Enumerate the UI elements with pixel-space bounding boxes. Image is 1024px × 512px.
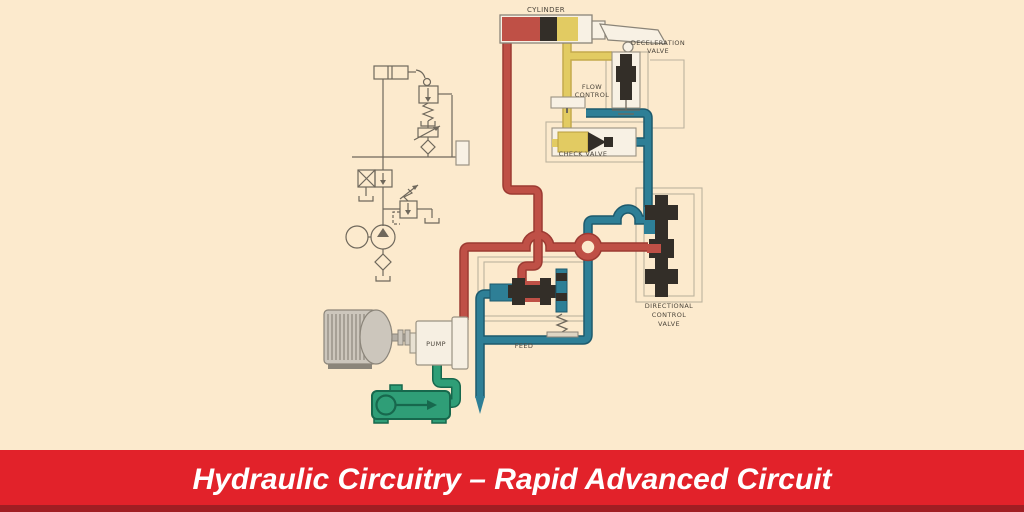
directional-control-valve-label: DIRECTIONAL (645, 302, 693, 310)
slide-title: Hydraulic Circuitry – Rapid Advanced Cir… (192, 463, 833, 496)
banner-background (0, 450, 1024, 506)
check-valve-label: CHECK VALVE (559, 150, 608, 158)
feed-valve-spring (555, 313, 569, 333)
svg-text:VALVE: VALVE (658, 320, 680, 328)
pressure-lines (460, 42, 648, 320)
flow-control-label: FLOW (582, 83, 602, 91)
cylinder-cap-side (502, 17, 540, 41)
title-banner: Hydraulic Circuitry – Rapid Advanced Cir… (0, 450, 1024, 512)
motor-base (328, 364, 372, 369)
cylinder-rod-side (557, 17, 578, 41)
flow-control-valve (550, 96, 586, 113)
cylinder-label: CYLINDER (527, 6, 565, 14)
feed-valve (489, 268, 579, 338)
component-labels: CYLINDER DECELERATION VALVE FLOW CONTROL… (426, 6, 693, 350)
electric-motor (323, 309, 413, 369)
iso-schematic (345, 65, 460, 282)
banner-bottom-strip (0, 505, 1024, 512)
pump-body (409, 316, 469, 370)
cam-ramp (598, 23, 668, 45)
deceleration-valve-label: DECELERATION (631, 39, 685, 47)
directional-control-valve (644, 195, 678, 297)
svg-text:CONTROL: CONTROL (575, 91, 610, 99)
cylinder-piston (540, 17, 557, 41)
suction-line (433, 362, 460, 407)
motor-bell-end (359, 309, 393, 365)
connector-block (455, 140, 470, 166)
cylinder (499, 14, 668, 45)
check-valve-poppet (557, 131, 589, 153)
suction-strainer (371, 384, 451, 424)
pump-label: PUMP (426, 340, 446, 348)
pipe-crossing-loop (575, 234, 601, 260)
strainer-cap (375, 394, 397, 416)
check-valve (551, 127, 637, 157)
feed-label: FEED (515, 342, 534, 350)
shaft-coupling (397, 329, 404, 346)
tank-drain-tip (475, 396, 485, 414)
svg-text:VALVE: VALVE (647, 47, 669, 55)
deceleration-valve (611, 41, 641, 115)
svg-text:CONTROL: CONTROL (652, 311, 687, 319)
